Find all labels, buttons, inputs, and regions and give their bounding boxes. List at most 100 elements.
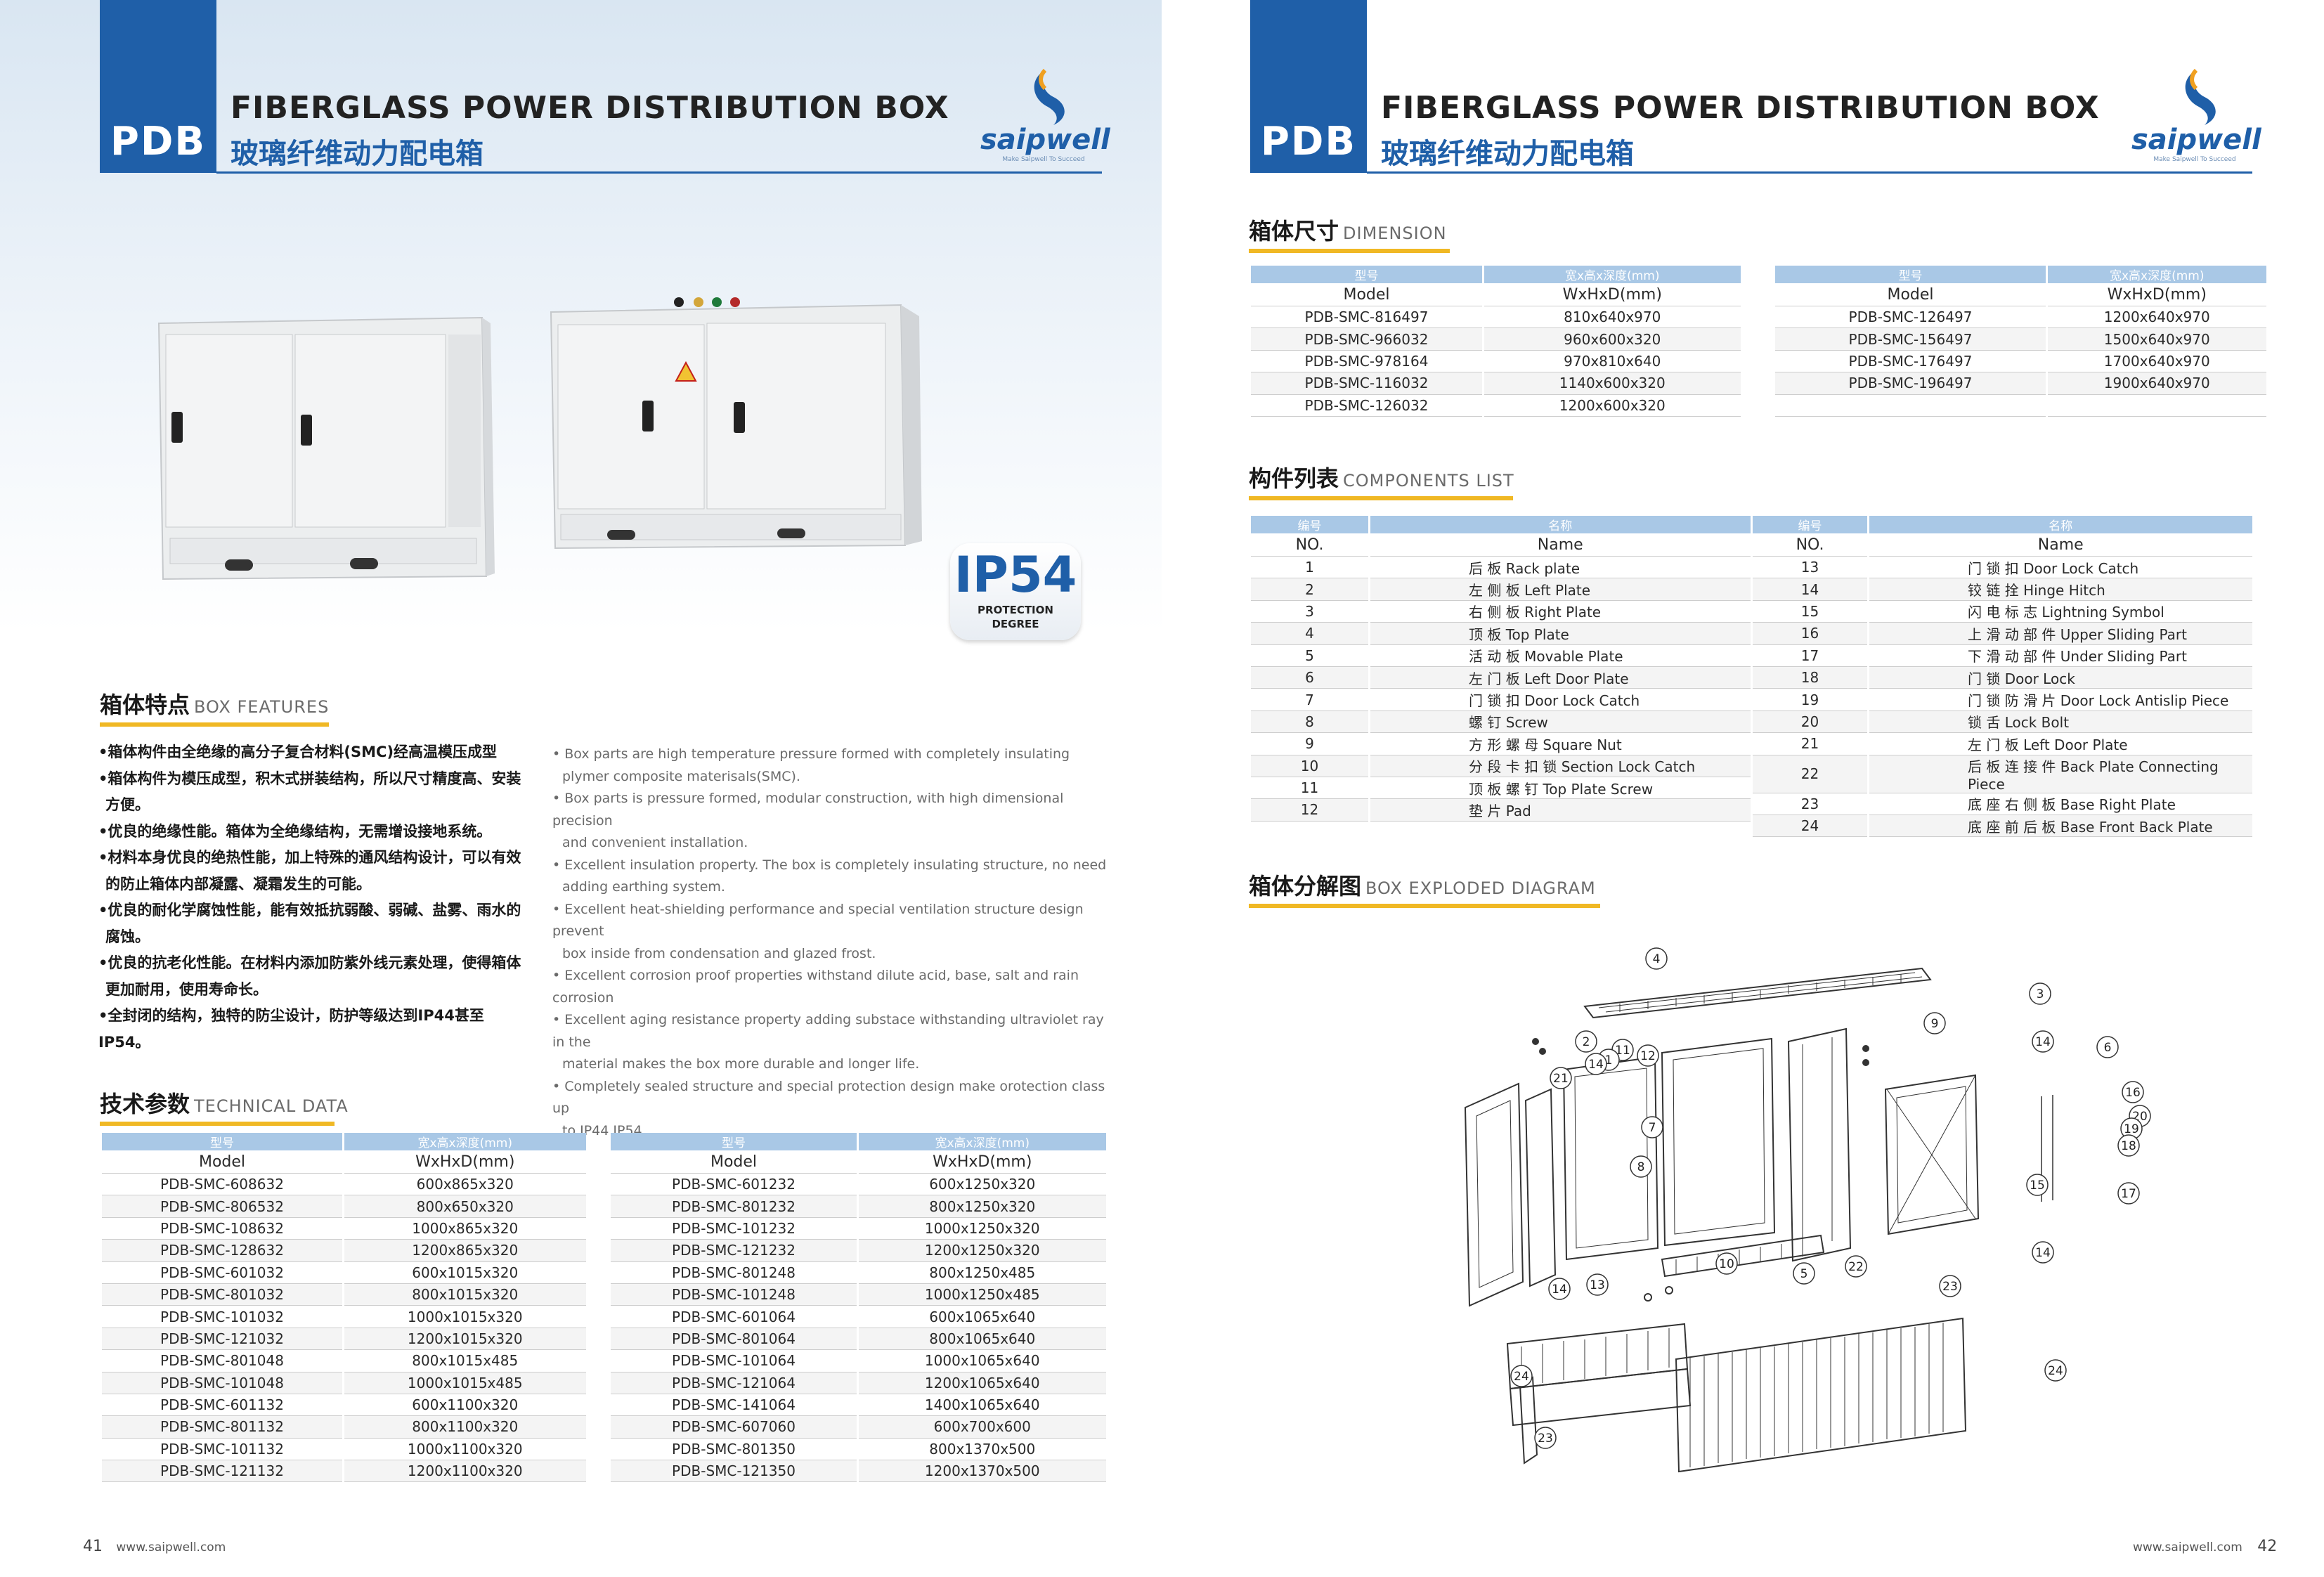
table-cell: PDB-SMC-608632 xyxy=(100,1173,344,1196)
callout-14: 14 xyxy=(2032,1030,2054,1053)
feature-en-line: box inside from condensation and glazed … xyxy=(562,945,876,961)
table-cell: 螺 钉 Screw xyxy=(1368,710,1751,734)
base-side-part xyxy=(1519,1376,1538,1465)
callout-21: 21 xyxy=(1550,1067,1572,1089)
swoosh-icon xyxy=(1034,68,1065,125)
saipwell-logo: saipwell Make Saipwell To Succeed xyxy=(980,65,1110,163)
table-cell: 底 座 前 后 板 Base Front Back Plate xyxy=(1867,815,2252,838)
callout-17: 17 xyxy=(2117,1182,2140,1205)
ip54-line2: DEGREE xyxy=(992,618,1039,630)
callout-label: 2 xyxy=(1583,1035,1590,1049)
page-number-right: 42 xyxy=(2257,1538,2278,1555)
table-cell: 1200x865x320 xyxy=(342,1239,586,1262)
callout-label: 14 xyxy=(2035,1246,2051,1260)
table-cell: PDB-SMC-121064 xyxy=(609,1372,858,1394)
heading-underline xyxy=(1249,904,1600,908)
heading-en: COMPONENTS LIST xyxy=(1343,471,1514,491)
table-cell: 1400x1065x640 xyxy=(857,1394,1106,1417)
table-cell: 1200x1370x500 xyxy=(857,1460,1106,1483)
callout-label: 23 xyxy=(1538,1432,1553,1446)
table-cell: 4 xyxy=(1249,622,1370,645)
callout-label: 6 xyxy=(2104,1041,2112,1055)
diagram-parts xyxy=(1464,967,2053,1473)
features-list-en: • Box parts are high temperature pressur… xyxy=(552,744,1115,1142)
table-cell: 22 xyxy=(1751,755,1869,793)
callout-label: 11 xyxy=(1615,1044,1630,1058)
base-right-part xyxy=(1675,1317,1967,1473)
heading-cn: 构件列表 xyxy=(1249,465,1339,492)
table-cell: PDB-SMC-816497 xyxy=(1249,306,1484,329)
callout-14: 14 xyxy=(1548,1278,1571,1300)
table-cell: 13 xyxy=(1751,556,1869,579)
table-cell: PDB-SMC-801232 xyxy=(609,1195,858,1218)
swoosh-icon xyxy=(2185,68,2216,125)
col-name-cn: 名称 xyxy=(1867,516,2252,533)
tab-label: PDB xyxy=(110,119,207,164)
callout-label: 23 xyxy=(1942,1280,1958,1294)
table-cell: 800x1015x320 xyxy=(342,1283,586,1306)
callout-label: 13 xyxy=(1590,1278,1605,1292)
feature-cn-line: •优良的绝缘性能。箱体为全绝缘结构，无需增设接地系统。 xyxy=(98,822,492,840)
table-cell: PDB-SMC-121032 xyxy=(100,1328,344,1351)
table-cell: 18 xyxy=(1751,666,1869,689)
table-cell: 800x1370x500 xyxy=(857,1438,1106,1461)
col-model-cn: 型号 xyxy=(100,1133,344,1150)
footer-url-left[interactable]: www.saipwell.com xyxy=(116,1540,226,1555)
table-cell: 1000x1100x320 xyxy=(342,1438,586,1461)
table-cell: 分 段 卡 扣 锁 Section Lock Catch xyxy=(1368,755,1751,777)
footer-right: www.saipwell.com 42 xyxy=(2133,1538,2277,1555)
table-cell: PDB-SMC-196497 xyxy=(1773,372,2047,395)
table-cell: 下 滑 动 部 件 Under Sliding Part xyxy=(1867,644,2252,667)
callout-2: 2 xyxy=(1575,1030,1597,1053)
callout-label: 3 xyxy=(2037,987,2044,1001)
callout-label: 15 xyxy=(2030,1179,2045,1193)
col-size-cn: 宽x高x深度(mm) xyxy=(342,1133,586,1150)
feature-cn-line: 方便。 xyxy=(105,796,150,813)
table-cell: PDB-SMC-801064 xyxy=(609,1328,858,1351)
table-cell: 门 锁 防 滑 片 Door Lock Antislip Piece xyxy=(1867,688,2252,711)
ip54-line1: PROTECTION xyxy=(978,604,1053,616)
callout-label: 9 xyxy=(1931,1017,1939,1031)
callout-label: 14 xyxy=(1588,1058,1604,1072)
callout-label: 24 xyxy=(2048,1364,2063,1378)
table-cell: 底 座 右 侧 板 Base Right Plate xyxy=(1867,793,2252,815)
table-cell: PDB-SMC-607060 xyxy=(609,1415,858,1439)
feature-cn-line: •优良的耐化学腐蚀性能，能有效抵抗弱酸、弱碱、盐雾、雨水的 xyxy=(98,902,521,919)
table-cell: PDB-SMC-126497 xyxy=(1773,306,2047,329)
logo-tagline: Make Saipwell To Succeed xyxy=(2153,156,2236,163)
table-cell: 方 形 螺 母 Square Nut xyxy=(1368,732,1751,755)
table-cell: PDB-SMC-801350 xyxy=(609,1438,858,1461)
feature-cn-line: 腐蚀。 xyxy=(105,928,150,945)
feature-cn-line: •箱体构件由全绝缘的高分子复合材料(SMC)经高温模压成型 xyxy=(98,744,498,760)
col-name-cn: 名称 xyxy=(1368,516,1751,533)
feature-en-line: • Box parts is pressure formed, modular … xyxy=(552,791,1064,829)
table-cell: PDB-SMC-601064 xyxy=(609,1305,858,1328)
col-size-cn: 宽x高x深度(mm) xyxy=(857,1133,1106,1150)
box-closed-image xyxy=(157,316,495,580)
col-no-cn: 编号 xyxy=(1751,516,1869,533)
table-cell: 垫 片 Pad xyxy=(1368,798,1751,822)
pdb-tab: PDB xyxy=(100,0,216,173)
feature-cn-line: •优良的抗老化性能。在材料内添加防紫外线元素处理，使得箱体 xyxy=(98,954,521,971)
footer-url-right[interactable]: www.saipwell.com xyxy=(2133,1540,2242,1555)
table-cell: 活 动 板 Movable Plate xyxy=(1368,644,1751,667)
callout-12: 12 xyxy=(1637,1044,1659,1067)
callout-label: 12 xyxy=(1640,1049,1656,1063)
